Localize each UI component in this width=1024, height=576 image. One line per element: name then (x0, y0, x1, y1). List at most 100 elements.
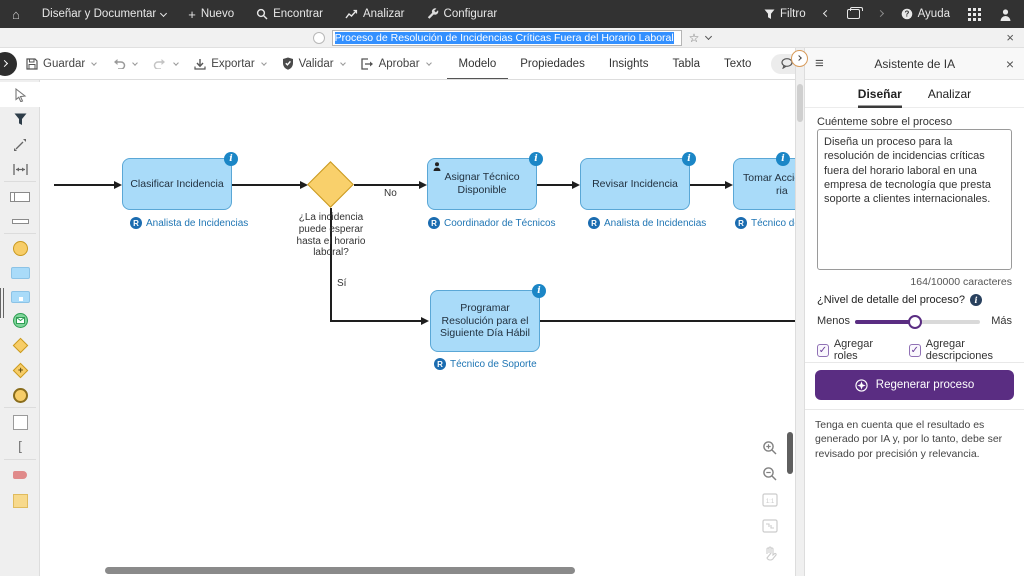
flow-arrowhead (572, 181, 580, 189)
tool-note[interactable] (0, 488, 40, 513)
tool-subprocess[interactable] (0, 284, 40, 309)
task-asignar-tecnico[interactable]: Asignar Técnico Disponible i (427, 152, 543, 210)
zoom-out-button[interactable] (760, 464, 780, 484)
process-title-text: Proceso de Resolución de Incidencias Crí… (334, 31, 674, 44)
canvas-horizontal-scrollbar[interactable] (105, 567, 575, 574)
flow-line[interactable] (540, 320, 795, 322)
flow-line[interactable] (354, 184, 421, 186)
checkbox-agregar-roles[interactable]: ✓ Agregar roles (817, 338, 893, 362)
windows-icon[interactable] (846, 7, 863, 19)
tool-connector[interactable] (0, 132, 40, 157)
tab-disenar[interactable]: Diseñar (858, 80, 902, 108)
redo-icon (153, 59, 166, 69)
tool-pool[interactable] (0, 184, 40, 209)
nav-previous-icon[interactable] (822, 9, 830, 17)
tool-gateway[interactable] (0, 333, 40, 358)
apps-grid-icon[interactable] (968, 7, 981, 21)
tool-filter[interactable] (0, 107, 40, 132)
panel-drag-handle[interactable] (0, 288, 4, 318)
help-button[interactable]: ? Ayuda (901, 8, 950, 20)
close-document-icon[interactable]: × (1006, 30, 1014, 45)
menu-disenar-y-documentar[interactable]: Diseñar y Documentar (42, 8, 168, 20)
home-icon[interactable]: ⌂ (12, 6, 20, 22)
tool-group[interactable] (0, 410, 40, 435)
task-tomar-acciones[interactable]: Tomar Accio ria i (733, 152, 795, 210)
tool-spacing[interactable] (0, 157, 40, 182)
panel-menu-icon[interactable]: ≡ (815, 55, 824, 72)
tool-lane[interactable] (0, 209, 40, 234)
flow-line[interactable] (232, 184, 302, 186)
collapse-panel-button[interactable] (791, 50, 808, 67)
collapse-nav-button[interactable] (0, 52, 17, 76)
menu-configurar[interactable]: Configurar (427, 8, 497, 20)
detail-slider[interactable] (855, 315, 980, 329)
title-chevron-down-icon[interactable] (705, 32, 713, 41)
panel-resize-handle[interactable] (797, 84, 803, 122)
comments-button[interactable]: Comentarios (0) (771, 53, 795, 74)
tab-analizar[interactable]: Analizar (927, 86, 972, 101)
canvas-vertical-scrollbar[interactable] (787, 432, 793, 474)
pointer-icon (14, 87, 26, 102)
regenerate-process-button[interactable]: Regenerar proceso (815, 370, 1014, 400)
nav-next-icon[interactable] (876, 9, 884, 17)
tab-insights[interactable]: Insights (608, 57, 649, 70)
info-icon[interactable]: i (224, 152, 238, 166)
actual-size-button[interactable]: 1:1 (760, 490, 780, 510)
menu-encontrar[interactable]: Encontrar (256, 8, 323, 20)
tool-message-event[interactable] (0, 308, 40, 333)
tab-tabla[interactable]: Tabla (672, 57, 700, 70)
tool-pointer[interactable] (0, 82, 40, 107)
zoom-in-button[interactable] (760, 438, 780, 458)
checkbox-agregar-descripciones[interactable]: ✓ Agregar descripciones (908, 338, 1024, 362)
tool-annotation[interactable]: [ (0, 435, 40, 460)
save-label: Guardar (43, 57, 86, 70)
tool-end-event[interactable] (0, 383, 40, 408)
flow-arrowhead (300, 181, 308, 189)
menu-nuevo[interactable]: + Nuevo (188, 8, 234, 21)
filter-button[interactable]: Filtro (764, 8, 806, 20)
tool-task[interactable] (0, 260, 40, 285)
info-icon[interactable]: i (682, 152, 696, 166)
tool-parallel-gateway[interactable]: + (0, 358, 40, 383)
diagram-canvas[interactable]: No Sí Clasificar Incidencia i R Analista… (40, 80, 795, 576)
flow-line[interactable] (537, 184, 574, 186)
shape-palette: + [ (0, 80, 40, 576)
prompt-textarea[interactable]: Diseña un proceso para la resolución de … (817, 129, 1012, 270)
menu-analizar[interactable]: Analizar (345, 8, 405, 20)
flow-line[interactable] (330, 208, 332, 321)
flow-line[interactable] (690, 184, 727, 186)
tool-data-object[interactable] (0, 462, 40, 487)
info-icon[interactable]: i (532, 284, 546, 298)
export-button[interactable]: Exportar (194, 57, 267, 70)
info-icon[interactable]: i (776, 152, 790, 166)
gateway-diamond[interactable] (307, 161, 354, 208)
user-icon[interactable] (999, 8, 1012, 21)
options-row: ✓ Agregar roles ✓ Agregar descripciones (817, 338, 1024, 362)
redo-button[interactable] (153, 58, 180, 69)
flow-line[interactable] (330, 320, 423, 322)
validate-button[interactable]: Validar (282, 57, 346, 70)
gateway-label: ¿La incidencia puede esperar hasta el ho… (296, 212, 366, 259)
info-icon[interactable]: i (529, 152, 543, 166)
detail-info-icon[interactable]: i (969, 294, 982, 306)
tool-start-event[interactable] (0, 236, 40, 261)
favorite-star-icon[interactable]: ☆ (688, 30, 700, 45)
tab-modelo[interactable]: Modelo (447, 48, 509, 79)
approve-button[interactable]: Aprobar (360, 58, 432, 70)
role-label: Analista de Incidencias (604, 217, 707, 229)
fit-screen-icon (762, 519, 778, 533)
task-clasificar-incidencia[interactable]: Clasificar Incidencia i (122, 152, 238, 210)
tab-texto[interactable]: Texto (723, 57, 752, 70)
export-label: Exportar (211, 57, 255, 70)
pan-button[interactable] (760, 543, 780, 563)
fit-to-screen-button[interactable] (760, 516, 780, 536)
tab-propiedades[interactable]: Propiedades (520, 57, 585, 70)
task-revisar-incidencia[interactable]: Revisar Incidencia i (580, 152, 696, 210)
undo-button[interactable] (112, 58, 139, 69)
detail-slider-thumb[interactable] (908, 315, 922, 329)
close-panel-icon[interactable]: × (1005, 55, 1014, 72)
save-button[interactable]: Guardar (26, 57, 98, 70)
process-title-input[interactable]: Proceso de Resolución de Incidencias Crí… (331, 29, 682, 46)
flow-line[interactable] (54, 184, 115, 186)
task-programar-resolucion[interactable]: Programar Resolución para el Siguiente D… (430, 284, 546, 352)
